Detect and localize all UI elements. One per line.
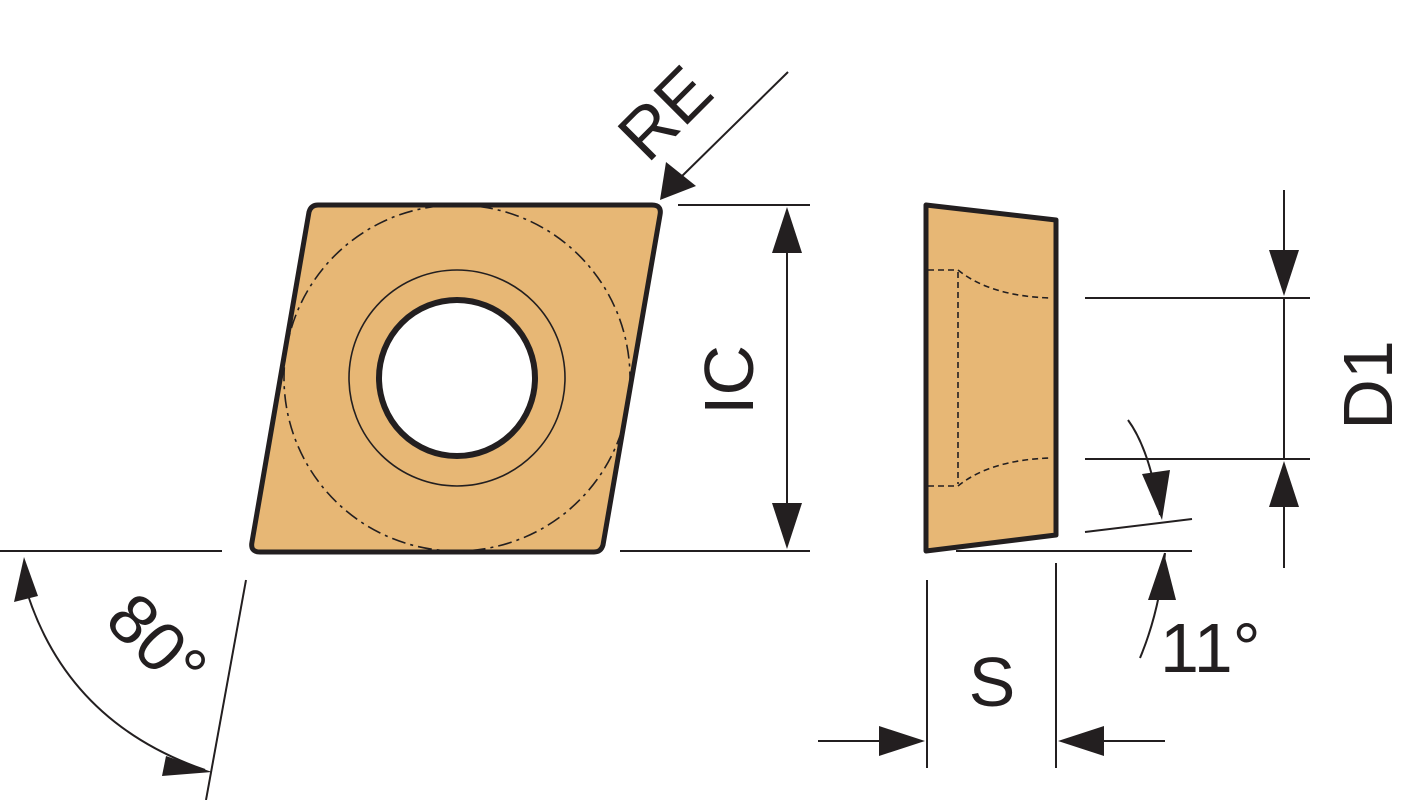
ic-dimension: IC — [620, 204, 810, 552]
ic-arrow-bottom — [772, 503, 802, 549]
clearance-ext-slanted — [1084, 518, 1193, 533]
insert-side-view — [923, 202, 1059, 554]
angle-ext-slanted — [205, 579, 247, 800]
hole-profile-top — [928, 269, 1051, 299]
re-label: RE — [603, 51, 727, 175]
re-leader-line — [677, 71, 789, 181]
s-arrow-right — [1058, 726, 1104, 756]
clearance-arrow-top — [1142, 470, 1170, 520]
side-body — [923, 202, 1059, 554]
clearance-angle-label: 11° — [1160, 609, 1261, 687]
angle-arrow-right — [162, 756, 212, 776]
corner-radius-callout: RE — [603, 51, 789, 200]
inscribed-circle — [283, 204, 631, 552]
clearance-arrow-bottom — [1148, 553, 1176, 600]
hole-profile-bottom — [928, 457, 1051, 487]
re-arrowhead — [660, 162, 696, 200]
d1-arrow-top — [1269, 250, 1299, 296]
d1-label: D1 — [1329, 340, 1407, 429]
mounting-hole — [376, 297, 538, 459]
s-dimension: S — [818, 563, 1165, 768]
clearance-angle-dimension: 11° — [956, 419, 1261, 687]
countersink-circle — [348, 269, 566, 487]
ic-label: IC — [690, 345, 768, 415]
angle-80-label: 80° — [92, 578, 222, 708]
angle-80-dimension: 80° — [0, 550, 247, 800]
insert-front-view — [249, 202, 663, 555]
d1-dimension: D1 — [1085, 190, 1407, 568]
angle-arc — [21, 574, 206, 771]
s-label: S — [969, 643, 1016, 721]
angle-arrow-left — [14, 557, 38, 602]
d1-arrow-bottom — [1269, 461, 1299, 507]
ic-arrow-top — [772, 207, 802, 253]
s-arrow-left — [879, 726, 925, 756]
